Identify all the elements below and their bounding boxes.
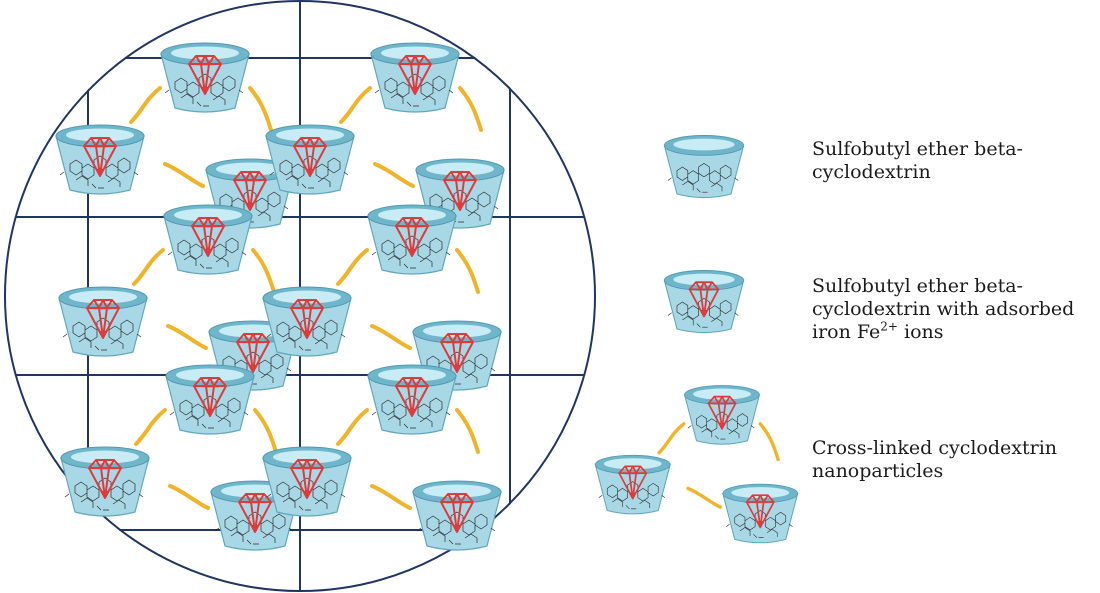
- legend-line: Cross-linked cyclodextrin: [812, 437, 1058, 459]
- crosslinked-nanoparticles-icon: [595, 386, 797, 543]
- crosslinked-trimer: [266, 43, 504, 228]
- legend-label-loaded-cyclodextrin: Sulfobutyl ether beta- cyclodextrin with…: [812, 275, 1092, 344]
- cyclodextrin-cone-icon: [664, 136, 743, 198]
- crosslinked-trimer: [56, 43, 294, 228]
- charge-superscript: 2+: [880, 319, 898, 334]
- legend-line: iron Fe2+ ions: [812, 321, 1092, 344]
- legend-label-empty-cyclodextrin: Sulfobutyl ether beta- cyclodextrin: [812, 138, 1092, 184]
- crosslinked-trimer: [263, 365, 501, 550]
- legend-text-part: iron Fe: [812, 321, 881, 343]
- legend-label-crosslinked: Cross-linked cyclodextrin nanoparticles: [812, 437, 1092, 483]
- legend-line: cyclodextrin with adsorbed: [812, 298, 1075, 320]
- legend-text-part: ions: [897, 321, 944, 343]
- legend-line: Sulfobutyl ether beta-: [812, 275, 1023, 297]
- legend-line: Sulfobutyl ether beta-: [812, 138, 1023, 160]
- crosslinked-trimer: [59, 205, 297, 390]
- legend-line: nanoparticles: [812, 460, 944, 482]
- crosslinked-trimer: [263, 205, 501, 390]
- legend-line: cyclodextrin: [812, 161, 931, 183]
- loaded-cyclodextrin-icon: [664, 271, 743, 333]
